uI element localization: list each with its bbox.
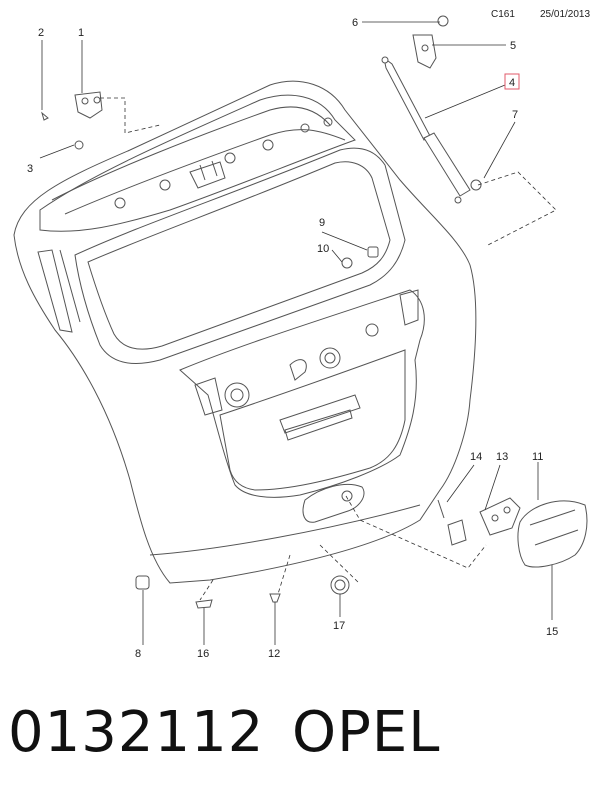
callout-16: 16	[197, 648, 209, 660]
latch-assembly	[437, 497, 521, 546]
diagram-code: C161	[491, 9, 515, 20]
brand-name: OPEL	[292, 700, 441, 765]
callout-14: 14	[470, 451, 482, 463]
callout-7: 7	[512, 109, 518, 121]
callout-5: 5	[510, 40, 516, 52]
callout-17: 17	[333, 620, 345, 632]
part-12-screw	[269, 593, 281, 603]
spoiler-outline	[39, 94, 356, 232]
rear-window-outline	[74, 147, 406, 364]
inner-panel-outline	[179, 289, 425, 498]
callout-2: 2	[38, 27, 44, 39]
callout-9: 9	[319, 217, 325, 229]
callout-15: 15	[546, 626, 558, 638]
part-10-clip	[341, 257, 353, 269]
callout-6: 6	[352, 17, 358, 29]
part-number: 0132112	[8, 700, 265, 765]
callout-10: 10	[317, 243, 329, 255]
callout-4: 4	[509, 77, 515, 89]
callout-11: 11	[532, 451, 543, 463]
callout-1: 1	[78, 27, 84, 39]
callout-12: 12	[268, 648, 280, 660]
callout-3: 3	[27, 163, 33, 175]
part-7-grommet	[470, 179, 482, 191]
strut-bracket	[412, 15, 449, 69]
hinge-part	[41, 91, 103, 150]
part-9-clip	[367, 246, 379, 258]
tailgate-outline	[13, 80, 477, 584]
gas-strut	[381, 56, 471, 204]
callout-13: 13	[496, 451, 508, 463]
callout-8: 8	[135, 648, 141, 660]
part-8-bump-stop	[135, 575, 150, 590]
diagram-date: 25/01/2013	[540, 9, 591, 20]
part-16-clip	[195, 599, 213, 609]
highlight-box-part-4	[504, 73, 520, 90]
trim-cover	[517, 500, 588, 568]
handle-recess	[302, 483, 365, 523]
